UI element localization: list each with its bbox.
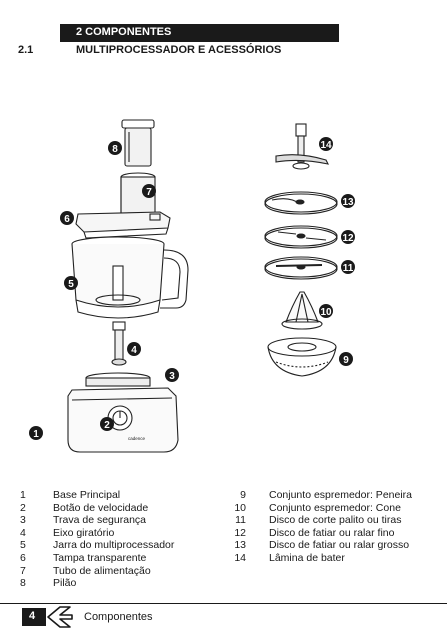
section-number: 2.1 — [18, 44, 34, 56]
callout-3: 3 — [165, 368, 179, 382]
callout-8: 8 — [108, 141, 122, 155]
legend-label: Disco de fatiar ou ralar grosso — [269, 539, 410, 552]
footer-section-label: Componentes — [84, 611, 153, 623]
svg-text:1: 1 — [33, 429, 39, 440]
legend-number: 1 — [20, 489, 26, 501]
chapter-header-bar — [60, 24, 339, 42]
legend-item: 13 Disco de fatiar ou ralar grosso — [228, 539, 409, 552]
juicer-cone-drawing — [281, 291, 323, 330]
brand-mark: cadence — [128, 436, 146, 441]
svg-text:4: 4 — [131, 345, 137, 356]
svg-text:10: 10 — [320, 307, 332, 318]
legend-label: Conjunto espremedor: Peneira — [269, 489, 413, 501]
legend-item: 7 Tubo de alimentação — [20, 564, 151, 578]
callout-4: 4 — [127, 342, 141, 356]
legend-item: 12 Disco de fatiar ou ralar fino — [228, 526, 394, 540]
svg-text:12: 12 — [342, 233, 354, 244]
callout-2: 2 — [100, 417, 114, 431]
svg-text:13: 13 — [342, 197, 354, 208]
legend-right: 9 Conjunto espremedor: Peneira 10 Conjunto… — [228, 489, 412, 565]
components-illustration: cadence 1 2 3 4 5 6 7 8 9 10 11 — [29, 119, 355, 453]
callout-12: 12 — [341, 230, 355, 244]
legend-number: 13 — [234, 539, 246, 552]
svg-text:2: 2 — [104, 420, 110, 431]
legend-label: Pilão — [53, 577, 77, 590]
legend-item: 5 Jarra do multiprocessador — [20, 539, 174, 552]
legend-number: 10 — [234, 501, 246, 514]
callout-7: 7 — [142, 184, 156, 198]
page-number-badge — [22, 608, 46, 626]
footer-divider — [0, 603, 447, 604]
callout-10: 10 — [319, 304, 333, 318]
legend-label: Disco de fatiar ou ralar fino — [269, 526, 395, 539]
page-number: 4 — [29, 610, 36, 622]
legend-item: 8 Pilão — [20, 577, 76, 590]
svg-text:9: 9 — [343, 355, 349, 366]
legend-label: Tubo de alimentação — [53, 564, 151, 577]
legend-number: 2 — [20, 501, 26, 514]
callout-5: 5 — [64, 276, 78, 290]
legend-left: 1 Base Principal 2 Botão de velocidade 3 Tr… — [20, 489, 174, 590]
legend-label: Base Principal — [53, 489, 121, 501]
legend-number: 3 — [20, 514, 26, 527]
svg-text:7: 7 — [146, 187, 152, 198]
legend-label: Eixo giratório — [53, 526, 115, 539]
lid-drawing — [75, 211, 171, 239]
base-drawing — [67, 372, 179, 453]
svg-text:3: 3 — [169, 371, 175, 382]
back-arrow-icon — [47, 606, 73, 628]
legend-number: 4 — [20, 526, 26, 539]
legend-item: 9 Conjunto espremedor: Peneira — [228, 489, 412, 502]
legend-label: Disco de corte palito ou tiras — [269, 514, 402, 527]
svg-text:6: 6 — [64, 214, 70, 225]
callout-14: 14 — [319, 137, 333, 151]
callout-1: 1 — [29, 426, 43, 440]
blade-drawing — [275, 123, 330, 170]
legend-number: 5 — [20, 539, 26, 552]
legend-item: 10 Conjunto espremedor: Cone — [228, 501, 401, 515]
juicer-sieve-drawing — [267, 337, 337, 377]
section-title: MULTIPROCESSADOR E ACESSÓRIOS — [76, 44, 282, 56]
legend-label: Botão de velocidade — [53, 501, 149, 514]
legend-number: 14 — [234, 551, 246, 564]
pusher-drawing — [121, 119, 155, 167]
shaft-drawing — [111, 321, 127, 366]
legend-number: 12 — [234, 526, 246, 539]
legend-item: 6 Tampa transparente — [20, 551, 146, 565]
legend-label: Lâmina de bater — [269, 551, 345, 564]
svg-text:11: 11 — [343, 263, 354, 274]
legend-label: Conjunto espremedor: Cone — [269, 501, 401, 514]
legend-number: 11 — [235, 514, 246, 527]
legend-item: 11 Disco de corte palito ou tiras — [228, 514, 401, 527]
legend-item: 14 Lâmina de bater — [228, 551, 345, 565]
chapter-title: 2 COMPONENTES — [76, 26, 172, 38]
disc-11-drawing — [264, 256, 338, 280]
legend-item: 3 Trava de segurança — [20, 514, 146, 527]
legend-number: 9 — [240, 489, 246, 501]
callout-9: 9 — [339, 352, 353, 366]
legend-label: Trava de segurança — [53, 514, 146, 527]
legend-item: 4 Eixo giratório — [20, 526, 114, 540]
legend-item: 1 Base Principal — [20, 489, 120, 502]
callout-11: 11 — [341, 260, 355, 274]
disc-12-drawing — [264, 225, 338, 249]
callout-13: 13 — [341, 194, 355, 208]
legend-number: 6 — [20, 551, 26, 564]
svg-text:8: 8 — [112, 144, 118, 155]
legend-label: Tampa transparente — [53, 551, 147, 564]
legend-number: 8 — [20, 577, 26, 590]
callout-6: 6 — [60, 211, 74, 225]
legend-number: 7 — [20, 564, 26, 577]
legend-label: Jarra do multiprocessador — [53, 539, 175, 552]
jar-drawing — [71, 236, 189, 319]
svg-text:5: 5 — [68, 279, 74, 290]
disc-13-drawing — [264, 191, 338, 215]
svg-text:14: 14 — [320, 140, 332, 151]
legend-item: 2 Botão de velocidade — [20, 501, 148, 515]
